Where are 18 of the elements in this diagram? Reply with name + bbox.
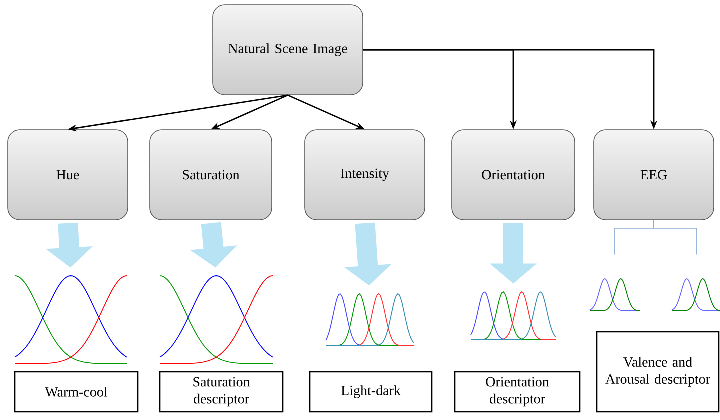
descriptor-box: Light-dark: [309, 371, 433, 413]
process-box: Orientation: [452, 130, 576, 220]
bracket: [654, 220, 698, 256]
process-box: Saturation: [150, 130, 272, 220]
gaussian-curves-drawing: [672, 278, 720, 312]
gaussian-curves-drawing: [160, 276, 274, 364]
process-box: Hue: [8, 130, 128, 220]
process-box: Intensity: [304, 130, 426, 220]
source-box: Natural Scene Image: [212, 4, 364, 96]
descriptor-box: Orientation descriptor: [454, 371, 581, 413]
gaussian-curves-drawing: [590, 278, 640, 312]
gaussian-curves-drawing: [14, 276, 128, 364]
gaussian-curves-drawing: [326, 293, 414, 346]
gaussian-curves-drawing: [470, 291, 556, 340]
descriptor-box: Saturation descriptor: [159, 371, 284, 413]
descriptor-box: Valence and Arousal descriptor: [596, 331, 720, 413]
descriptor-box: Warm-cool: [14, 371, 139, 413]
process-box: EEG: [594, 130, 714, 220]
